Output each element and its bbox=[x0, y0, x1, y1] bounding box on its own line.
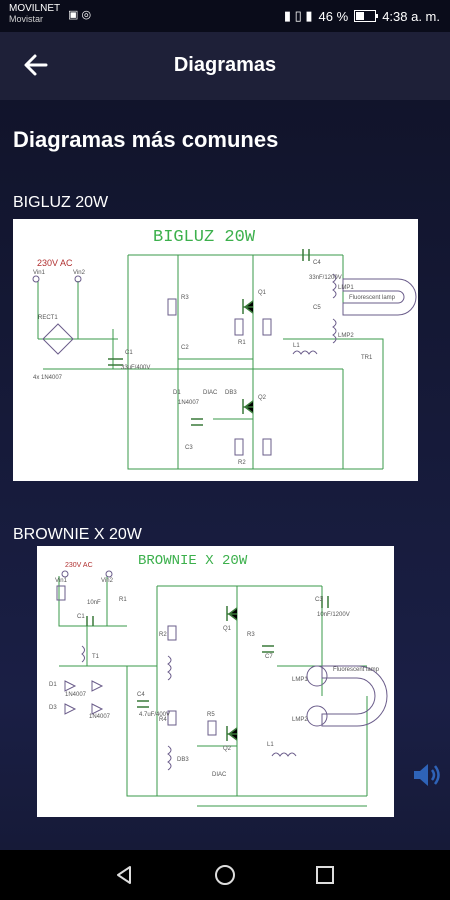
svg-text:R5: R5 bbox=[207, 712, 215, 718]
battery-fill bbox=[356, 12, 365, 20]
svg-text:DB3: DB3 bbox=[177, 757, 189, 763]
bigluz-schematic: BIGLUZ 20W 230V AC bbox=[32, 228, 417, 470]
svg-text:C4: C4 bbox=[313, 260, 321, 266]
page-title: Diagramas bbox=[173, 54, 277, 76]
brownie-supply: 230V AC bbox=[65, 562, 93, 569]
svg-text:33uF/400V: 33uF/400V bbox=[121, 365, 150, 371]
svg-text:T1: T1 bbox=[92, 654, 100, 660]
bigluz-title: BIGLUZ 20W bbox=[153, 228, 256, 247]
notification-icons: ▣ ◎ bbox=[68, 9, 92, 21]
svg-text:1N4007: 1N4007 bbox=[178, 400, 200, 406]
carrier-name: MOVILNET bbox=[9, 3, 61, 14]
svg-text:Q2: Q2 bbox=[258, 395, 267, 401]
svg-text:Vin1: Vin1 bbox=[33, 270, 46, 276]
svg-text:LMP1: LMP1 bbox=[292, 677, 308, 683]
status-right: ▮ ▯ ▮ 46 % 4:38 a. m. bbox=[284, 8, 440, 24]
svg-text:R4: R4 bbox=[159, 717, 167, 723]
triangle-back-icon bbox=[117, 866, 131, 884]
svg-text:L1: L1 bbox=[293, 343, 300, 349]
brownie-lamp: Fluorescent lamp bbox=[333, 667, 380, 673]
svg-text:C4: C4 bbox=[137, 692, 145, 698]
system-nav-bar bbox=[0, 850, 450, 900]
bigluz-supply: 230V AC bbox=[37, 258, 73, 268]
svg-text:R2: R2 bbox=[159, 632, 167, 638]
svg-text:R1: R1 bbox=[119, 597, 127, 603]
svg-text:Q2: Q2 bbox=[223, 746, 232, 752]
svg-text:D3: D3 bbox=[49, 705, 57, 711]
svg-text:LMP2: LMP2 bbox=[292, 717, 308, 723]
svg-text:Vin2: Vin2 bbox=[73, 270, 86, 276]
diagram-image-brownie[interactable]: BROWNIE X 20W 230V AC bbox=[37, 546, 394, 817]
svg-text:DIAC: DIAC bbox=[203, 390, 218, 396]
svg-text:33nF/1200V: 33nF/1200V bbox=[309, 275, 342, 281]
app-bar: Diagramas bbox=[0, 32, 450, 100]
nav-home-button[interactable] bbox=[212, 862, 238, 888]
status-bar: MOVILNET Movistar ▣ ◎ ▮ ▯ ▮ 46 % 4:38 a.… bbox=[0, 0, 450, 32]
diagram-image-bigluz[interactable]: BIGLUZ 20W 230V AC bbox=[13, 219, 418, 481]
svg-text:L1: L1 bbox=[267, 742, 274, 748]
svg-text:C5: C5 bbox=[313, 305, 321, 311]
svg-text:D1: D1 bbox=[173, 390, 181, 396]
signal-icon: ▮ ▯ ▮ bbox=[283, 8, 313, 23]
svg-text:RECT1: RECT1 bbox=[38, 315, 58, 321]
svg-text:TR1: TR1 bbox=[361, 355, 373, 361]
nav-recents-button[interactable] bbox=[312, 862, 338, 888]
svg-text:LMP1: LMP1 bbox=[338, 285, 354, 291]
content-area[interactable]: Diagramas más comunes BIGLUZ 20W BIGLUZ … bbox=[0, 100, 450, 850]
back-button[interactable] bbox=[22, 50, 50, 80]
nav-back-button[interactable] bbox=[112, 862, 138, 888]
svg-text:C3: C3 bbox=[315, 597, 323, 603]
svg-text:10nF/1200V: 10nF/1200V bbox=[317, 612, 350, 618]
svg-text:C3: C3 bbox=[185, 445, 193, 451]
volume-icon bbox=[414, 764, 440, 786]
brownie-title: BROWNIE X 20W bbox=[138, 553, 248, 569]
battery-icon bbox=[354, 10, 379, 22]
svg-text:4x 1N4007: 4x 1N4007 bbox=[33, 375, 63, 381]
svg-text:C1: C1 bbox=[77, 614, 85, 620]
svg-text:Vin1: Vin1 bbox=[55, 578, 68, 584]
svg-text:4.7uF/400V: 4.7uF/400V bbox=[139, 712, 170, 718]
svg-text:R3: R3 bbox=[247, 632, 255, 638]
svg-text:D1: D1 bbox=[49, 682, 57, 688]
svg-text:R2: R2 bbox=[238, 460, 246, 466]
clock: 4:38 a. m. bbox=[382, 8, 440, 24]
svg-text:1N4007: 1N4007 bbox=[89, 714, 111, 720]
svg-text:LMP2: LMP2 bbox=[338, 333, 354, 339]
svg-text:R1: R1 bbox=[238, 340, 246, 346]
svg-text:DIAC: DIAC bbox=[212, 772, 227, 778]
bigluz-lamp: Fluorescent lamp bbox=[349, 295, 396, 301]
svg-text:1N4007: 1N4007 bbox=[65, 692, 87, 698]
brownie-schematic: BROWNIE X 20W 230V AC bbox=[49, 553, 388, 807]
svg-text:Q1: Q1 bbox=[258, 290, 267, 296]
svg-text:C2: C2 bbox=[181, 345, 189, 351]
svg-text:C7: C7 bbox=[265, 654, 273, 660]
svg-text:C1: C1 bbox=[125, 350, 133, 356]
carrier-info: MOVILNET Movistar bbox=[9, 3, 60, 25]
svg-text:Q1: Q1 bbox=[223, 626, 232, 632]
diagram-label-brownie: BROWNIE X 20W bbox=[13, 526, 142, 543]
svg-text:10nF: 10nF bbox=[87, 600, 101, 606]
section-heading: Diagramas más comunes bbox=[13, 127, 279, 152]
battery-percent: 46 % bbox=[318, 8, 349, 24]
svg-text:R3: R3 bbox=[181, 295, 189, 301]
diagram-label-bigluz: BIGLUZ 20W bbox=[13, 194, 109, 211]
arrow-left-icon bbox=[24, 54, 48, 76]
svg-text:Vin2: Vin2 bbox=[101, 578, 114, 584]
circle-home-icon bbox=[215, 865, 235, 885]
square-recents-icon bbox=[316, 866, 334, 884]
speaker-button[interactable] bbox=[410, 760, 446, 790]
svg-text:DB3: DB3 bbox=[225, 390, 237, 396]
carrier-sub: Movistar bbox=[9, 14, 44, 24]
